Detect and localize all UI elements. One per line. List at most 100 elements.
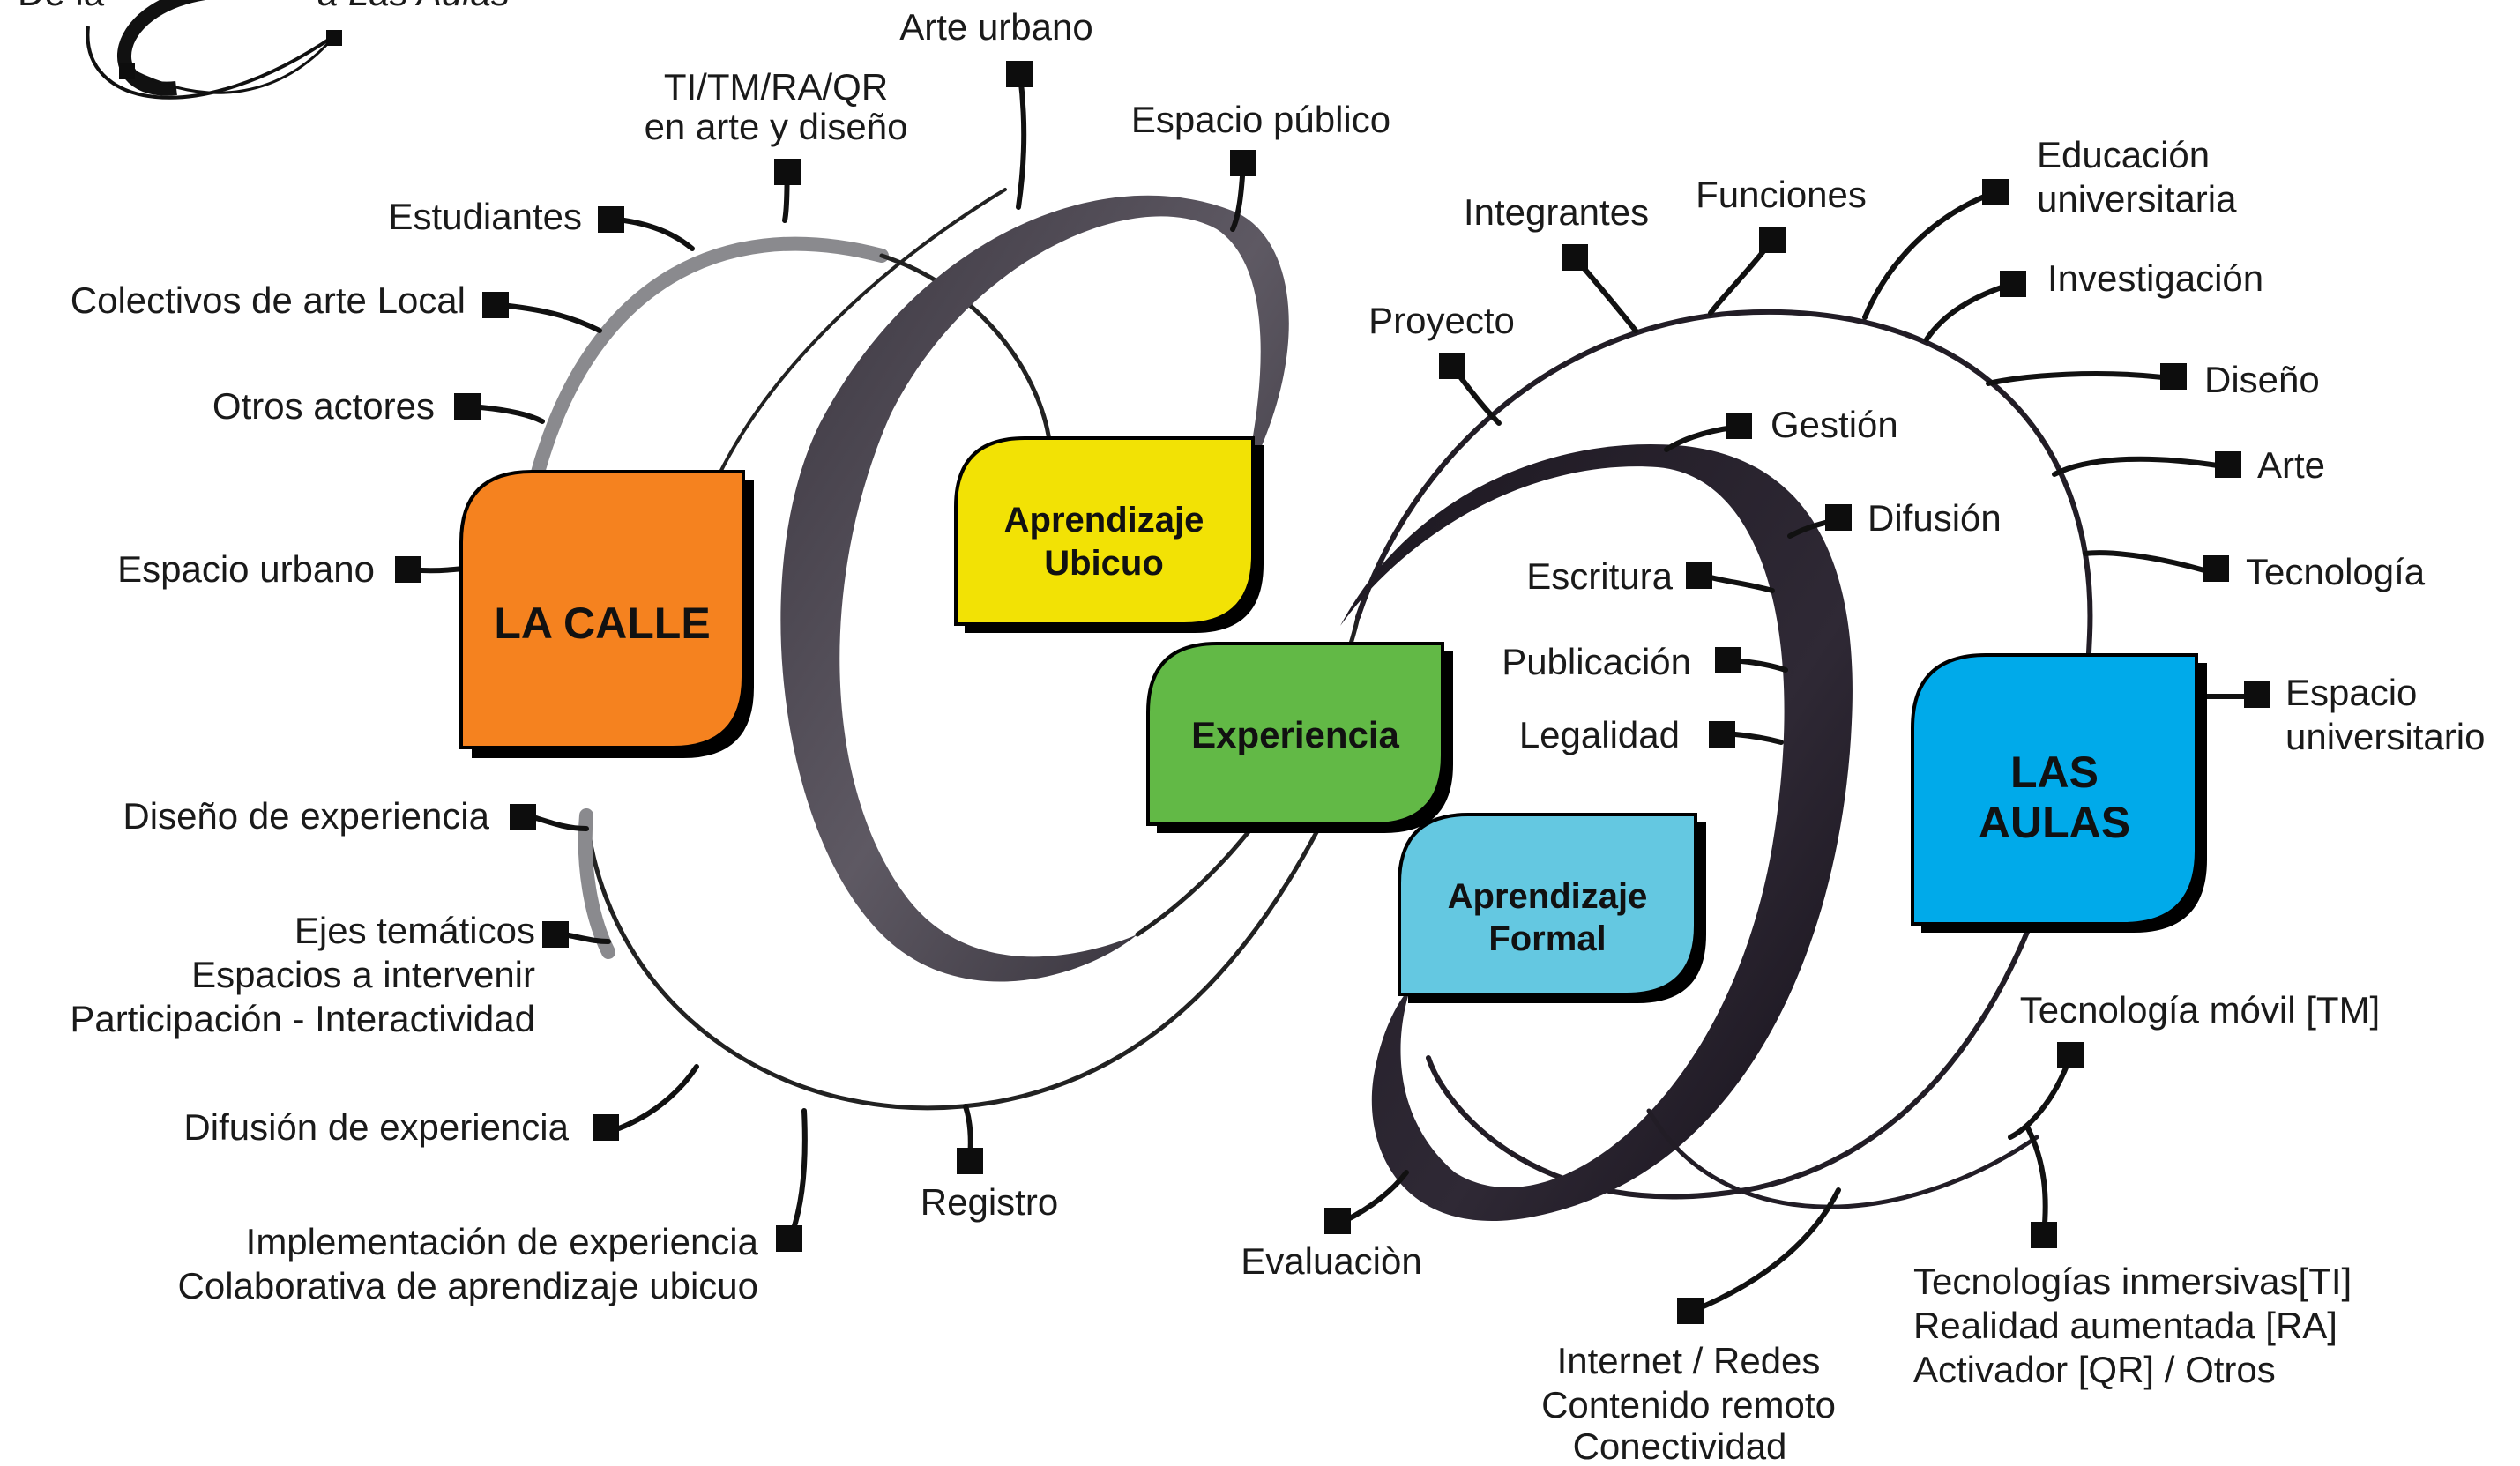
label-otros-actores: Otros actores bbox=[212, 385, 435, 427]
logo-c-letter bbox=[117, 0, 207, 96]
label-inmersivas-2: Realidad aumentada [RA] bbox=[1913, 1305, 2337, 1346]
node-square bbox=[2203, 555, 2229, 582]
label-educacion-1: Educación bbox=[2037, 134, 2210, 175]
label-publicacion: Publicación bbox=[1502, 641, 1691, 682]
label-integrantes: Integrantes bbox=[1464, 191, 1649, 233]
label-implementacion-2: Colaborativa de aprendizaje ubicuo bbox=[178, 1265, 758, 1306]
logo-swirl bbox=[86, 26, 337, 100]
hub-experiencia[interactable]: Experiencia bbox=[1146, 642, 1453, 833]
calle-outer-arc bbox=[526, 236, 889, 496]
logo-square bbox=[119, 63, 135, 79]
label-internet-2: Contenido remoto bbox=[1541, 1384, 1836, 1425]
label-tecnologia: Tecnología bbox=[2246, 551, 2426, 592]
hub-la-calle[interactable]: LA CALLE bbox=[459, 470, 754, 758]
connector bbox=[506, 303, 602, 333]
label-arte: Arte bbox=[2257, 444, 2325, 486]
connector bbox=[2025, 1126, 2048, 1237]
node-square bbox=[1677, 1298, 1704, 1324]
label-investigacion: Investigación bbox=[2047, 257, 2263, 299]
label-espacio-urbano: Espacio urbano bbox=[117, 548, 375, 590]
hub-aprendizaje-ubicuo-box bbox=[954, 436, 1255, 626]
logo-text-left: De la bbox=[18, 0, 105, 13]
hub-la-calle-box bbox=[459, 470, 745, 749]
hub-las-aulas-box bbox=[1911, 653, 2198, 926]
c-inner-line bbox=[712, 188, 1007, 487]
node-square bbox=[1686, 562, 1712, 589]
label-estudiantes: Estudiantes bbox=[389, 196, 582, 237]
node-square bbox=[1562, 244, 1588, 271]
label-gestion: Gestión bbox=[1771, 404, 1898, 445]
connector bbox=[1016, 72, 1027, 210]
label-evaluacion: Evaluaciòn bbox=[1241, 1240, 1421, 1282]
hub-aprendizaje-formal-line2: Formal bbox=[1488, 919, 1606, 958]
hub-aprendizaje-ubicuo-line2: Ubicuo bbox=[1044, 544, 1164, 583]
connector bbox=[566, 933, 611, 944]
connector bbox=[1690, 1187, 1841, 1313]
connector bbox=[1986, 371, 2166, 386]
connector bbox=[1342, 1170, 1409, 1224]
hub-aprendizaje-formal-line1: Aprendizaje bbox=[1448, 877, 1648, 916]
node-square bbox=[1715, 647, 1741, 673]
connector bbox=[622, 218, 695, 251]
hub-las-aulas-line2: AULAS bbox=[1979, 798, 2130, 847]
label-inmersivas-1: Tecnologías inmersivas[TI] bbox=[1913, 1261, 2352, 1302]
label-ejes-3: Participación - Interactividad bbox=[70, 998, 535, 1039]
node-square bbox=[482, 292, 509, 318]
connector bbox=[787, 1108, 808, 1241]
label-colectivos: Colectivos de arte Local bbox=[71, 279, 466, 321]
connector bbox=[1924, 281, 2015, 342]
node-square bbox=[2031, 1222, 2057, 1248]
label-ti-tm-ra-qr-1: TI/TM/RA/QR bbox=[664, 66, 888, 108]
hub-aprendizaje-formal[interactable]: Aprendizaje Formal bbox=[1398, 813, 1706, 1003]
label-tecnologia-movil: Tecnología móvil [TM] bbox=[2020, 989, 2380, 1031]
label-diseno: Diseño bbox=[2204, 359, 2320, 400]
hub-experiencia-label: Experiencia bbox=[1191, 714, 1399, 755]
label-ejes-2: Espacios a intervenir bbox=[191, 954, 535, 995]
connector bbox=[2052, 456, 2220, 477]
logo: De la a Las Aulas bbox=[18, 0, 510, 100]
calle-arc-thin bbox=[879, 253, 1052, 443]
hub-aprendizaje-ubicuo-line1: Aprendizaje bbox=[1004, 501, 1204, 540]
label-arte-urbano: Arte urbano bbox=[899, 6, 1092, 48]
node-square bbox=[1230, 150, 1256, 176]
connector bbox=[1862, 190, 1998, 320]
hub-las-aulas[interactable]: LAS AULAS bbox=[1911, 653, 2207, 933]
connector bbox=[533, 815, 589, 831]
hub-la-calle-label: LA CALLE bbox=[494, 599, 710, 648]
calle-grey-tail bbox=[578, 808, 615, 959]
label-proyecto: Proyecto bbox=[1368, 300, 1515, 341]
connector bbox=[1664, 425, 1735, 452]
hub-aprendizaje-formal-box bbox=[1398, 813, 1697, 996]
node-square bbox=[2244, 681, 2270, 708]
aulas-outer-oval bbox=[1355, 309, 2093, 1200]
label-inmersivas-3: Activador [QR] / Otros bbox=[1913, 1349, 2276, 1390]
label-diseno-experiencia: Diseño de experiencia bbox=[123, 795, 489, 837]
node-square bbox=[1709, 721, 1735, 748]
node-square bbox=[1324, 1208, 1351, 1234]
node-square bbox=[2000, 271, 2026, 297]
hub-las-aulas-line1: LAS bbox=[2010, 748, 2099, 797]
label-internet-3: Conectividad bbox=[1573, 1425, 1787, 1466]
label-educacion-2: universitaria bbox=[2037, 178, 2237, 220]
label-difusion: Difusión bbox=[1868, 497, 2002, 539]
hub-experiencia-box bbox=[1146, 642, 1444, 826]
node-square bbox=[774, 159, 801, 185]
node-square bbox=[593, 1114, 619, 1141]
connector bbox=[2083, 550, 2207, 573]
node-square bbox=[1726, 413, 1752, 439]
hub-aprendizaje-ubicuo[interactable]: Aprendizaje Ubicuo bbox=[954, 436, 1264, 633]
node-square bbox=[2215, 451, 2241, 478]
connector bbox=[1739, 659, 1788, 673]
label-espacio-publico: Espacio público bbox=[1131, 99, 1390, 140]
connector bbox=[2008, 1053, 2073, 1140]
connector bbox=[419, 566, 466, 574]
label-implementacion-1: Implementación de experiencia bbox=[246, 1221, 759, 1262]
node-square bbox=[598, 206, 624, 233]
label-espacio-univ-2: universitario bbox=[2285, 716, 2485, 757]
label-internet-1: Internet / Redes bbox=[1557, 1340, 1821, 1381]
label-ti-tm-ra-qr-2: en arte y diseño bbox=[645, 106, 908, 147]
logo-swirl-inner bbox=[131, 34, 337, 94]
connector bbox=[478, 405, 545, 424]
node-square bbox=[2057, 1042, 2084, 1068]
